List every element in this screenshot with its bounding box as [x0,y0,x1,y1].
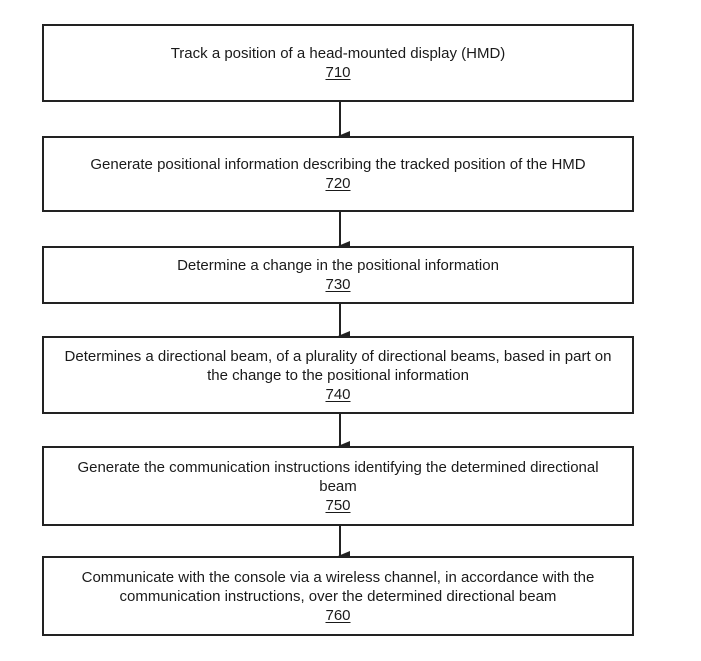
step-box-710: Track a position of a head-mounted displ… [42,24,634,102]
step-text: Generate the communication instructions … [77,458,599,495]
step-reference-number: 760 [325,606,351,624]
step-text: Determine a change in the positional inf… [177,257,499,274]
step-reference-number: 740 [325,385,351,403]
step-text: Generate positional information describi… [90,156,586,173]
step-reference-number: 750 [325,496,351,514]
step-text: Communicate with the console via a wirel… [81,568,595,605]
step-reference-number: 720 [325,175,351,192]
step-box-760: Communicate with the console via a wirel… [42,556,634,636]
step-reference-number: 710 [325,64,351,81]
step-box-750: Generate the communication instructions … [42,446,634,526]
step-text: Track a position of a head-mounted displ… [170,45,506,62]
step-text: Determines a directional beam, of a plur… [64,347,612,384]
step-box-720: Generate positional information describi… [42,136,634,212]
step-box-730: Determine a change in the positional inf… [42,246,634,304]
step-box-740: Determines a directional beam, of a plur… [42,336,634,414]
step-reference-number: 730 [325,276,351,293]
